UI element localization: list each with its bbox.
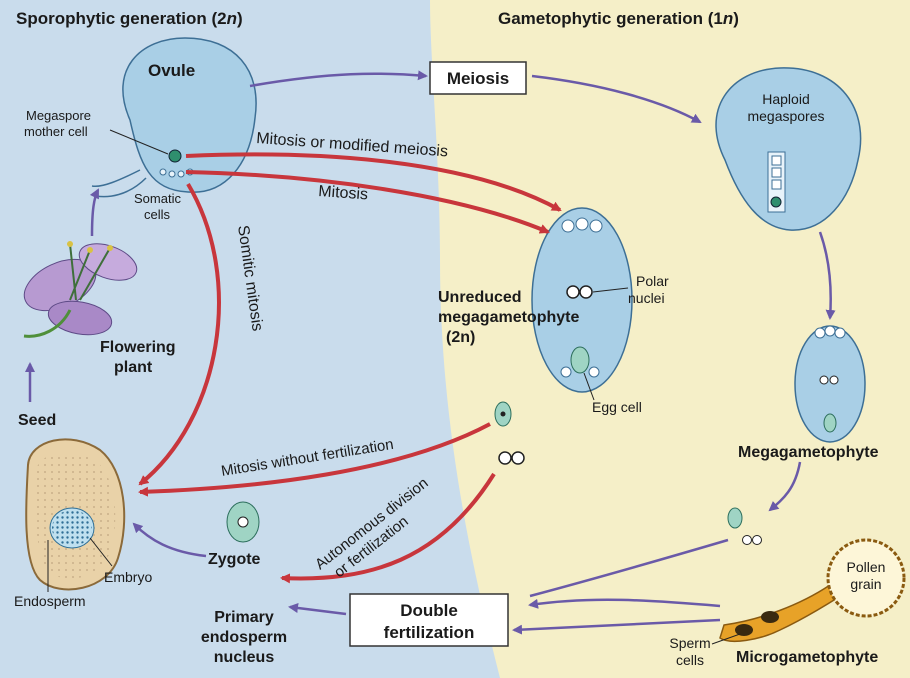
egg-pointer [583,372,595,401]
arrow-mitosis [185,170,550,234]
microgametophyte-label: Microgametophyte [736,649,878,666]
egg-cell-label: Egg cell [592,399,642,415]
mitosis-label: Mitosis [318,183,369,203]
embryo-pointer [89,537,113,567]
arrow-zygote-to-seed [132,522,207,558]
arrow-cells-to-fertilization [529,538,729,598]
arrow-pollen-to-fertilization-1 [512,618,721,635]
arrow-pollen-to-fertilization-2 [528,598,721,609]
endosperm-label: Endosperm [14,593,86,609]
microgametophyte-illustration [719,538,906,643]
zygote-illustration [226,501,260,543]
arrow-megagametophyte-to-cells [768,461,802,512]
embryo-label: Embryo [104,569,152,585]
gametophytic-header: Gametophytic generation (1n) [498,9,739,28]
polar-nuclei-small-icon [498,451,512,465]
double-fertilization-box [349,593,509,647]
megagametophyte-label: Megagametophyte [738,444,879,461]
arrow-fertilization-to-zygote [288,603,347,616]
zygote-label: Zygote [208,551,261,568]
sperm-pointer [711,633,741,645]
megaspore-pointer [109,129,169,155]
polar-nucleus-icon [566,285,580,299]
arrow-ovule-to-meiosis [249,70,428,88]
unreduced-megagametophyte-illustration [531,207,633,393]
arrow-meiosis-to-megaspores [531,74,702,124]
ovule-label: Ovule [148,61,195,80]
pollen-grain-icon [826,538,906,618]
megagametophyte-illustration [794,325,866,443]
arrow-megaspores-to-megagametophyte [818,231,836,320]
flowering-plant-illustration [23,241,138,338]
arrow-autonomous-division [280,472,496,584]
arrow-somitic-mitosis [138,182,221,486]
red-arrows [138,152,562,584]
polar-pointer [592,287,629,293]
arrow-plant-to-ovule [89,188,100,237]
haploid-ovule-illustration [715,67,862,231]
arrow-mitosis-without-fertilization [138,422,491,497]
egg-cell-icon [570,346,590,374]
sporophytic-header: Sporophytic generation (2n) [16,9,243,28]
seed-label: Seed [18,412,56,429]
seed-illustration [25,438,126,591]
megaspore-mother-cell-icon [168,149,182,163]
arrow-mitosis-or-modified-meiosis [185,152,562,212]
meiosis-box [429,61,527,95]
meiosis-label: Meiosis [447,69,509,88]
purple-arrows [25,70,836,635]
